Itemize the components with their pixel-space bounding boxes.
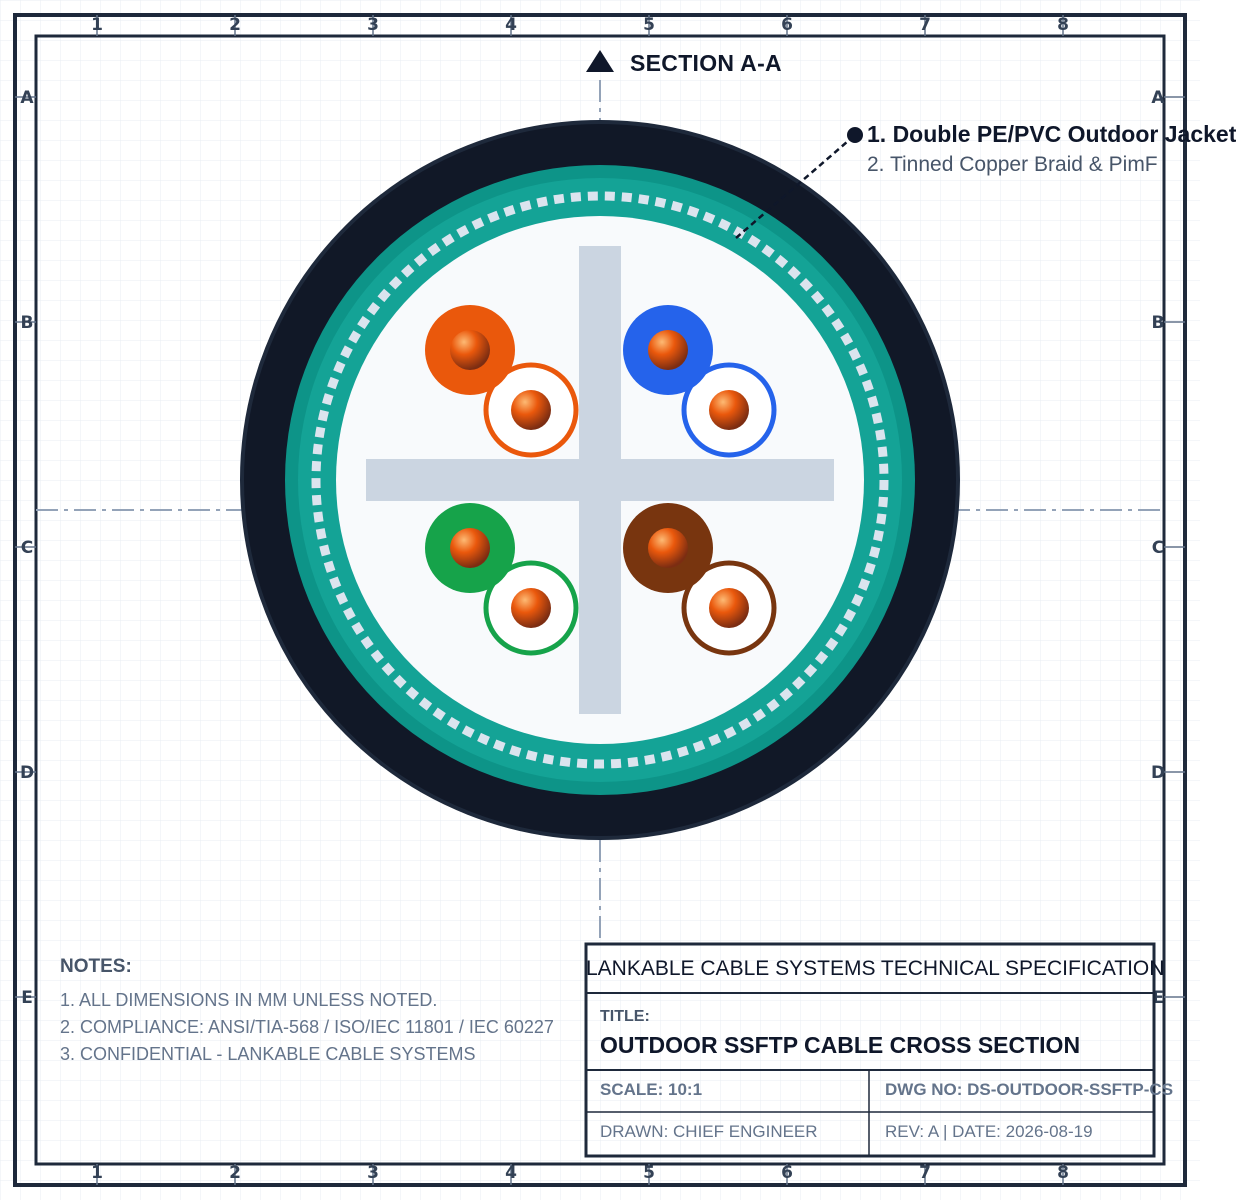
zone-row-label: B — [21, 313, 34, 333]
copper-core — [450, 330, 490, 370]
zone-row-label: D — [1151, 763, 1165, 783]
pair-blue — [623, 305, 777, 458]
copper-core — [648, 528, 688, 568]
copper-core — [511, 390, 551, 430]
zone-column-label: 7 — [919, 1163, 931, 1183]
twisted-pairs — [425, 305, 777, 656]
copper-core — [709, 390, 749, 430]
zone-column-label: 1 — [91, 15, 103, 35]
title-block-frame — [584, 942, 1156, 1158]
copper-core — [648, 330, 688, 370]
zone-row-label: C — [21, 538, 33, 558]
section-arrow-icon — [586, 50, 614, 72]
zone-column-label: 4 — [505, 15, 517, 35]
title-block-company: LANKABLE CABLE SYSTEMS TECHNICAL SPECIFI… — [586, 957, 1165, 980]
zone-column-label: 3 — [367, 15, 379, 35]
callout-leader — [735, 134, 856, 239]
copper-braid — [311, 191, 889, 769]
notes-heading: NOTES: — [60, 956, 132, 977]
zone-column-label: 3 — [367, 1163, 379, 1183]
zone-column-label: 5 — [643, 15, 655, 35]
copper-core — [511, 588, 551, 628]
zone-column-label: 1 — [91, 1163, 103, 1183]
cross-separator-horizontal — [366, 459, 834, 501]
pair-green — [425, 503, 579, 656]
title-block-title-label: TITLE: — [600, 1008, 650, 1025]
zone-row-label: E — [21, 988, 33, 1008]
copper-core — [450, 528, 490, 568]
notes-block: NOTES: 1. ALL DIMENSIONS IN MM UNLESS NO… — [60, 956, 580, 1068]
pair-brown — [623, 503, 777, 656]
zone-column-label: 7 — [919, 15, 931, 35]
zone-row-label: D — [20, 763, 34, 783]
note-item: 1. ALL DIMENSIONS IN MM UNLESS NOTED. — [60, 990, 438, 1010]
zone-column-label: 8 — [1057, 15, 1069, 35]
zone-column-label: 6 — [781, 15, 793, 35]
section-label: SECTION A-A — [630, 50, 782, 76]
zone-column-label: 2 — [229, 15, 241, 35]
zone-row-label: C — [1152, 538, 1164, 558]
title-block-title: OUTDOOR SSFTP CABLE CROSS SECTION — [600, 1032, 1081, 1058]
title-block-scale: SCALE: 10:1 — [600, 1080, 703, 1099]
zone-column-label: 8 — [1057, 1163, 1069, 1183]
pair-orange — [425, 305, 579, 458]
zone-column-label: 6 — [781, 1163, 793, 1183]
zone-column-label: 2 — [229, 1163, 241, 1183]
note-item: 3. CONFIDENTIAL - LANKABLE CABLE SYSTEMS — [60, 1044, 476, 1064]
callout-dot — [847, 127, 863, 143]
zone-column-label: 5 — [643, 1163, 655, 1183]
note-item: 2. COMPLIANCE: ANSI/TIA-568 / ISO/IEC 11… — [60, 1017, 554, 1037]
callout-braid-label: 2. Tinned Copper Braid & PimF — [867, 153, 1158, 176]
inner-border — [34, 34, 1166, 1166]
zone-column-label: 4 — [505, 1163, 517, 1183]
title-block-rev-date: REV: A | DATE: 2026-08-19 — [885, 1122, 1093, 1141]
zone-row-label: B — [1152, 313, 1165, 333]
title-block-drawn: DRAWN: CHIEF ENGINEER — [600, 1122, 818, 1141]
copper-core — [709, 588, 749, 628]
title-block-dwg-no: DWG NO: DS-OUTDOOR-SSFTP-CS — [885, 1080, 1174, 1099]
outer-border — [13, 13, 1187, 1187]
zone-row-label: A — [1151, 88, 1165, 108]
callout-jacket-label: 1. Double PE/PVC Outdoor Jacket — [867, 121, 1236, 147]
zone-row-label: E — [1152, 988, 1164, 1008]
zone-row-label: A — [20, 88, 34, 108]
